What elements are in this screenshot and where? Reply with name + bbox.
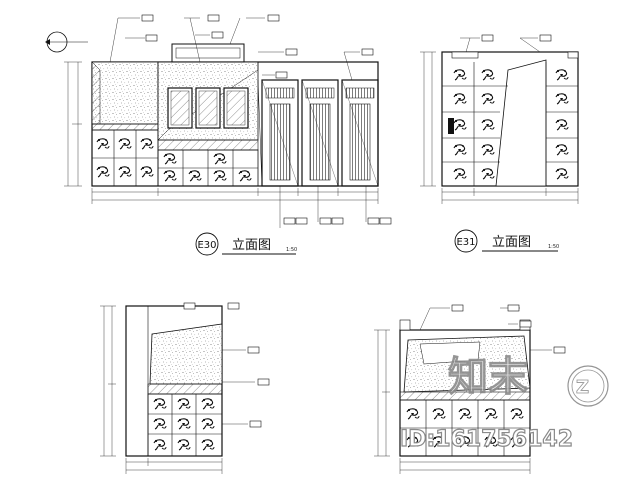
drawing-title: 立面图	[492, 235, 531, 250]
window-set	[167, 87, 249, 129]
stone-wall-panel	[149, 323, 223, 385]
drawing-id: E31	[456, 237, 475, 248]
section-marker	[45, 31, 88, 53]
drawing-title-e30: E30 立面图 1:50	[195, 232, 297, 256]
elevation-bottom-left	[100, 302, 270, 474]
decorative-tile-grid-left	[91, 129, 159, 187]
decorative-tile-grid-br	[399, 399, 531, 457]
watermark-logo-text: 知末	[448, 354, 528, 400]
drawing-title: 立面图	[232, 238, 271, 253]
decorative-tile-grid-bl	[147, 393, 223, 457]
elevation-e30: E30 立面图 1:50	[45, 14, 392, 256]
drawing-id: E30	[197, 240, 216, 251]
drawing-scale: 1:50	[286, 247, 297, 253]
drawing-scale: 1:50	[548, 244, 559, 250]
svg-text:Z: Z	[576, 377, 589, 398]
decorative-tile-grid-center	[157, 149, 259, 187]
elevation-bottom-right	[374, 304, 566, 474]
watermark: 知末 Z ID:161756142	[399, 353, 609, 453]
stone-wall-panel	[91, 61, 159, 125]
door-set	[257, 79, 379, 187]
leader-tags	[109, 17, 367, 228]
drawing-title-e31: E31 立面图 1:50	[454, 229, 559, 253]
dimension-lines	[64, 61, 379, 204]
elevation-e31: E31 立面图 1:50	[420, 34, 579, 253]
watermark-id: ID:161756142	[400, 427, 573, 452]
watermark-logo: 知末 Z	[447, 353, 609, 407]
decorative-tile-grid-e31	[442, 62, 578, 186]
